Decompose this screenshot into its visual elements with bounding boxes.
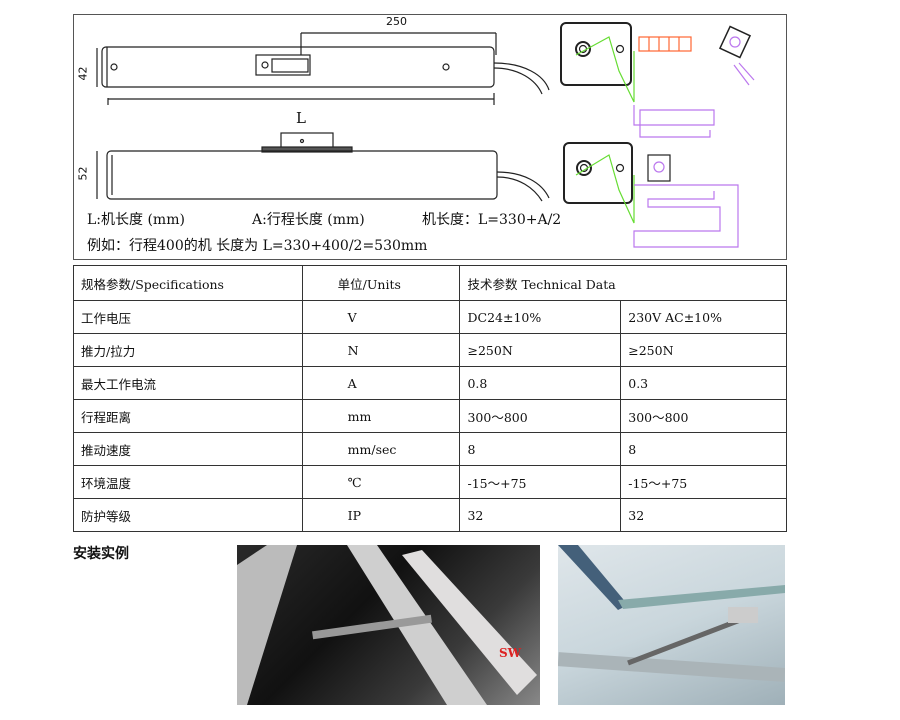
unit-cell: N	[301, 333, 461, 367]
header-units: 单位/Units	[301, 265, 461, 301]
actuator-drawing	[96, 22, 755, 248]
dimension-52: 52	[76, 166, 90, 181]
spec-name-cell: 推动速度	[73, 432, 303, 466]
note-stroke-length: A:行程长度 (mm)	[252, 212, 365, 228]
table-header-row: 规格参数/Specifications 单位/Units 技术参数 Techni…	[73, 265, 787, 301]
ac-value-cell: 8	[620, 432, 787, 466]
window-actuator-photo	[558, 545, 785, 682]
install-photo-2	[558, 545, 785, 705]
ac-value-cell: ≥250N	[620, 333, 787, 367]
spec-name-cell: 行程距离	[73, 399, 303, 433]
install-photo-1: SW	[237, 545, 540, 705]
spec-name-cell: 工作电压	[73, 300, 303, 334]
dc-value-cell: 32	[459, 498, 622, 532]
dimension-250: 250	[386, 15, 407, 28]
ac-value-cell: -15～+75	[620, 465, 787, 499]
spec-name-cell: 环境温度	[73, 465, 303, 499]
note-example: 例如：行程400的机 长度为 L=330+400/2=530mm	[87, 238, 428, 254]
svg-text:SW: SW	[499, 646, 522, 660]
ac-value-cell: 32	[620, 498, 787, 532]
dimension-l: L	[296, 109, 306, 127]
dc-value-cell: -15～+75	[459, 465, 622, 499]
spec-name-cell: 防护等级	[73, 498, 303, 532]
dc-value-cell: DC24±10%	[459, 300, 622, 334]
spec-name-cell: 推力/拉力	[73, 333, 303, 367]
ac-value-cell: 300～800	[620, 399, 787, 433]
dc-value-cell: 0.8	[459, 366, 622, 400]
header-specifications: 规格参数/Specifications	[73, 265, 303, 301]
spec-table: 规格参数/Specifications 单位/Units 技术参数 Techni…	[73, 265, 787, 532]
unit-cell: mm/sec	[301, 432, 461, 466]
note-formula: 机长度：L=330+A/2	[422, 212, 562, 228]
unit-cell: V	[301, 300, 461, 334]
unit-cell: ℃	[301, 465, 461, 499]
note-machine-length: L:机长度 (mm)	[87, 212, 185, 228]
dc-value-cell: 8	[459, 432, 622, 466]
dc-value-cell: ≥250N	[459, 333, 622, 367]
unit-cell: mm	[301, 399, 461, 433]
window-actuator-photo: SW	[237, 545, 537, 705]
unit-cell: IP	[301, 498, 461, 532]
header-technical-data: 技术参数 Technical Data	[459, 265, 787, 301]
install-examples-title: 安装实例	[73, 546, 129, 562]
ac-value-cell: 0.3	[620, 366, 787, 400]
dc-value-cell: 300～800	[459, 399, 622, 433]
table-row-temperature: 环境温度℃-15～+75-15～+75	[73, 465, 787, 499]
spec-name-cell: 最大工作电流	[73, 366, 303, 400]
ac-value-cell: 230V AC±10%	[620, 300, 787, 334]
dimension-diagram: 250 42 52 L L:机长度 (mm) A:行程长度 (mm) 机长度：L…	[73, 14, 787, 260]
dimension-42: 42	[76, 66, 90, 81]
unit-cell: A	[301, 366, 461, 400]
